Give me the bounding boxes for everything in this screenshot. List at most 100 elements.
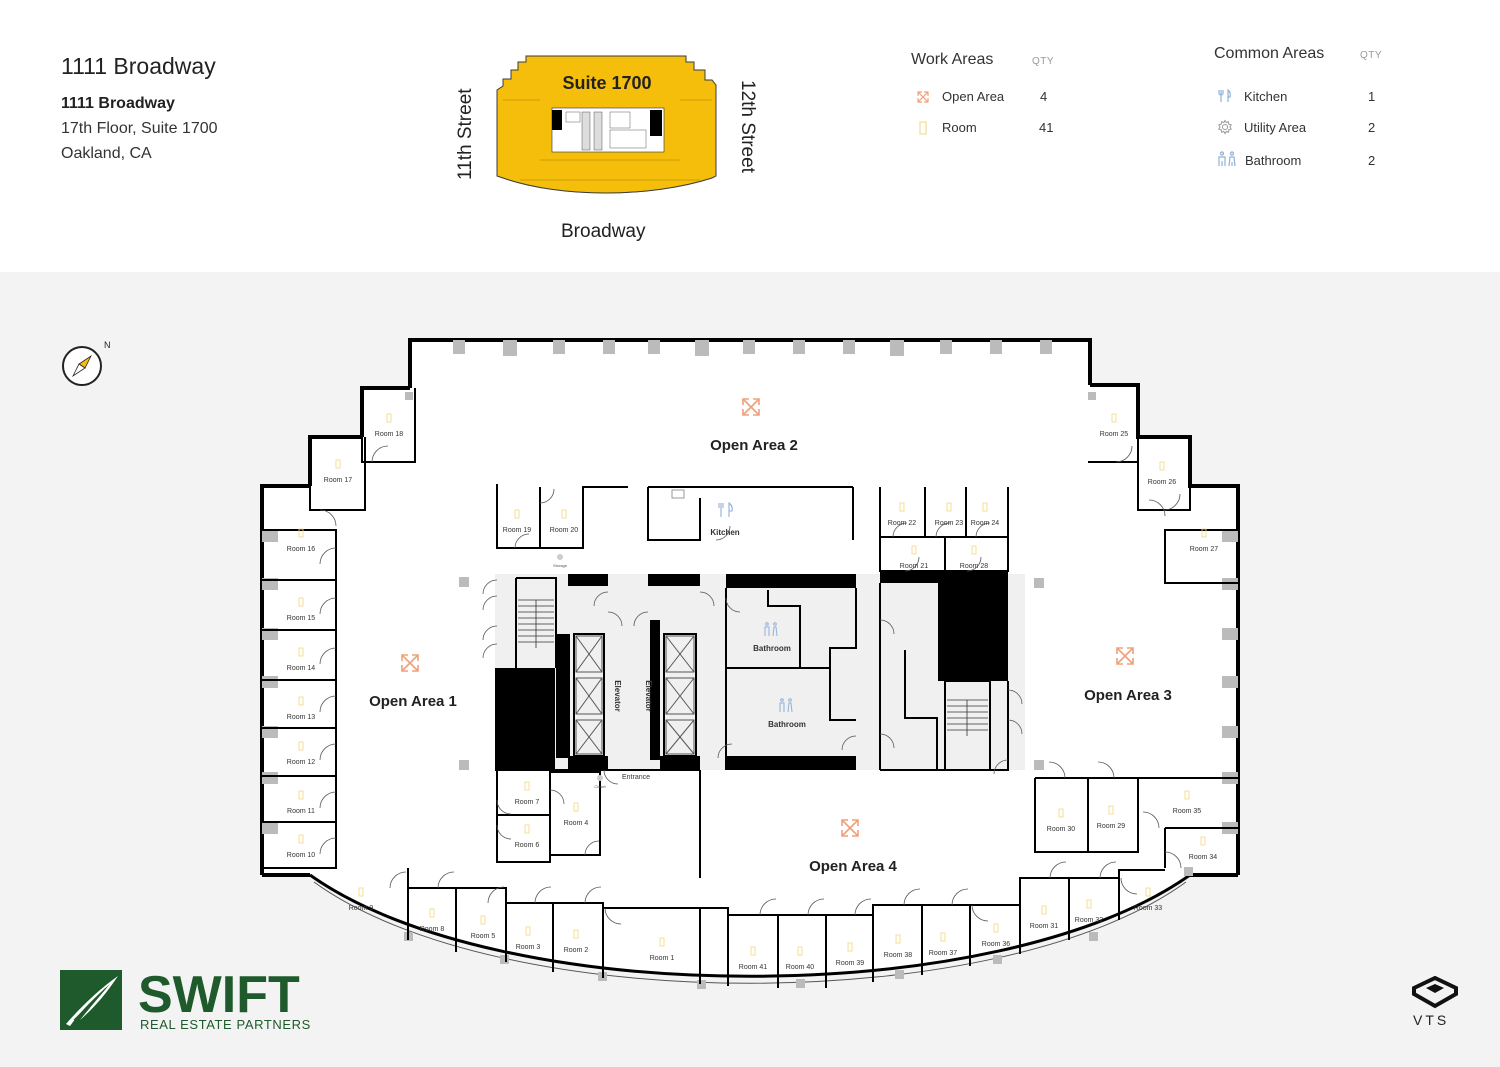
compass-icon: N: [62, 340, 111, 386]
room-marker-icon: [1184, 790, 1190, 800]
key-plan-suite-label: Suite 1700: [562, 73, 651, 93]
city: Oakland, CA: [61, 145, 152, 162]
room-label: Room 26: [1148, 479, 1177, 486]
room-label: Room 34: [1189, 854, 1218, 861]
utility-icon: [1218, 119, 1232, 135]
room-marker-icon: [659, 937, 665, 947]
room-marker-icon: [1145, 887, 1151, 897]
room-label: Room 23: [935, 520, 964, 527]
legend-room-qty: 41: [1039, 120, 1054, 135]
room-marker-icon: [1111, 413, 1117, 423]
page-title: 1111 Broadway: [61, 53, 216, 79]
open-area-4-label: Open Area 4: [809, 858, 897, 875]
room-marker-icon: [1159, 461, 1165, 471]
room-marker-icon: [573, 929, 579, 939]
room-marker-icon: [298, 647, 304, 657]
room-label: Room 18: [375, 431, 404, 438]
bathroom-2-label: Bathroom: [768, 720, 806, 729]
room-marker-icon: [797, 946, 803, 956]
room-label: Room 11: [287, 808, 315, 815]
bathroom-marker-icon-2: [779, 698, 793, 713]
room-marker-icon: [524, 781, 530, 791]
room-marker-icon: [524, 824, 530, 834]
street-11th: 11th Street: [455, 88, 476, 180]
elevator-2-label: Elevator: [644, 680, 653, 712]
room-label: Room 14: [287, 665, 316, 672]
room-marker-icon: [847, 942, 853, 952]
header: 1111 Broadway 1111 Broadway 17th Floor, …: [0, 0, 1500, 272]
room-label: Room 10: [287, 852, 316, 859]
room-marker-icon: [573, 802, 579, 812]
room-label: Room 16: [287, 546, 316, 553]
entrance-label: Entrance: [622, 774, 650, 781]
room-icon: [919, 121, 927, 135]
room-marker-icon: [514, 509, 520, 519]
floor-suite: 17th Floor, Suite 1700: [61, 120, 218, 137]
closet-label: Closet: [594, 784, 606, 789]
room-label: Room 8: [420, 926, 445, 933]
room-marker-icon: [1201, 528, 1207, 538]
room-marker-icon: [298, 696, 304, 706]
room-label: Room 25: [1100, 431, 1129, 438]
open-area-icon: [917, 91, 929, 103]
legend-open-area-label: Open Area: [942, 89, 1005, 104]
room-marker-icon: [298, 790, 304, 800]
room-marker-icon: [1086, 899, 1092, 909]
building-name: 1111 Broadway: [61, 95, 175, 112]
room-marker-icon: [1108, 805, 1114, 815]
room-label: Room 21: [900, 563, 929, 570]
room-marker-icon: [1041, 905, 1047, 915]
room-label: Room 29: [1097, 823, 1126, 830]
room-label: Room 9: [349, 905, 374, 912]
room-label: Room 2: [564, 947, 589, 954]
room-label: Room 38: [884, 952, 913, 959]
swift-logo-mark: SWIFT REAL ESTATE PARTNERS: [60, 966, 311, 1032]
bathroom-1-label: Bathroom: [753, 644, 791, 653]
legend-utility-label: Utility Area: [1244, 120, 1307, 135]
room-marker-icon: [911, 545, 917, 555]
room-label: Room 5: [471, 933, 496, 940]
room-label: Room 4: [564, 820, 589, 827]
open-area-markers: [401, 398, 1134, 837]
room-marker-icon: [480, 915, 486, 925]
room-label: Room 27: [1190, 546, 1219, 553]
open-area-1-label: Open Area 1: [369, 693, 457, 710]
compass-north-label: N: [104, 340, 111, 350]
room-label: Room 7: [515, 799, 540, 806]
kitchen-icon: [1218, 88, 1231, 102]
swift-logo-tagline: REAL ESTATE PARTNERS: [140, 1017, 311, 1032]
room-label: Room 33: [1134, 905, 1163, 912]
room-marker-icon: [429, 908, 435, 918]
elevator-1-label: Elevator: [613, 680, 622, 712]
room-label: Room 39: [836, 960, 865, 967]
street-12th: 12th Street: [737, 80, 758, 173]
room-marker-icon: [750, 946, 756, 956]
room-label: Room 12: [287, 759, 316, 766]
room-label: Room 22: [888, 520, 917, 527]
room-marker-icon: [982, 502, 988, 512]
vts-logo-icon: [1412, 976, 1458, 1009]
room-marker-icon: [298, 741, 304, 751]
swift-logo: SWIFT REAL ESTATE PARTNERS: [60, 966, 330, 1039]
room-marker-icon: [895, 934, 901, 944]
room-marker-icon: [1058, 808, 1064, 818]
legend-room-label: Room: [942, 120, 977, 135]
floor-plan: Open Area 2 Open Area 1 Open Area 3 Open…: [260, 338, 1240, 989]
room-label: Room 40: [786, 964, 815, 971]
room-label: Room 6: [515, 842, 540, 849]
room-marker-icon: [946, 502, 952, 512]
bathroom-marker-icon-1: [764, 622, 778, 637]
legend-bathroom-label: Bathroom: [1245, 153, 1302, 168]
room-label: Room 35: [1173, 808, 1202, 815]
legend-bathroom-qty: 2: [1368, 153, 1376, 168]
common-areas-qty-heading: QTY: [1360, 50, 1383, 61]
room-label: Room 3: [516, 944, 541, 951]
legend-kitchen-label: Kitchen: [1244, 89, 1288, 104]
work-areas-qty-heading: QTY: [1032, 56, 1055, 67]
work-areas-heading: Work Areas: [911, 51, 994, 68]
room-label: Room 30: [1047, 826, 1076, 833]
room-marker-icon: [298, 834, 304, 844]
swift-logo-word: SWIFT: [138, 968, 300, 1024]
room-marker-icon: [993, 923, 999, 933]
room-marker-icon: [940, 932, 946, 942]
